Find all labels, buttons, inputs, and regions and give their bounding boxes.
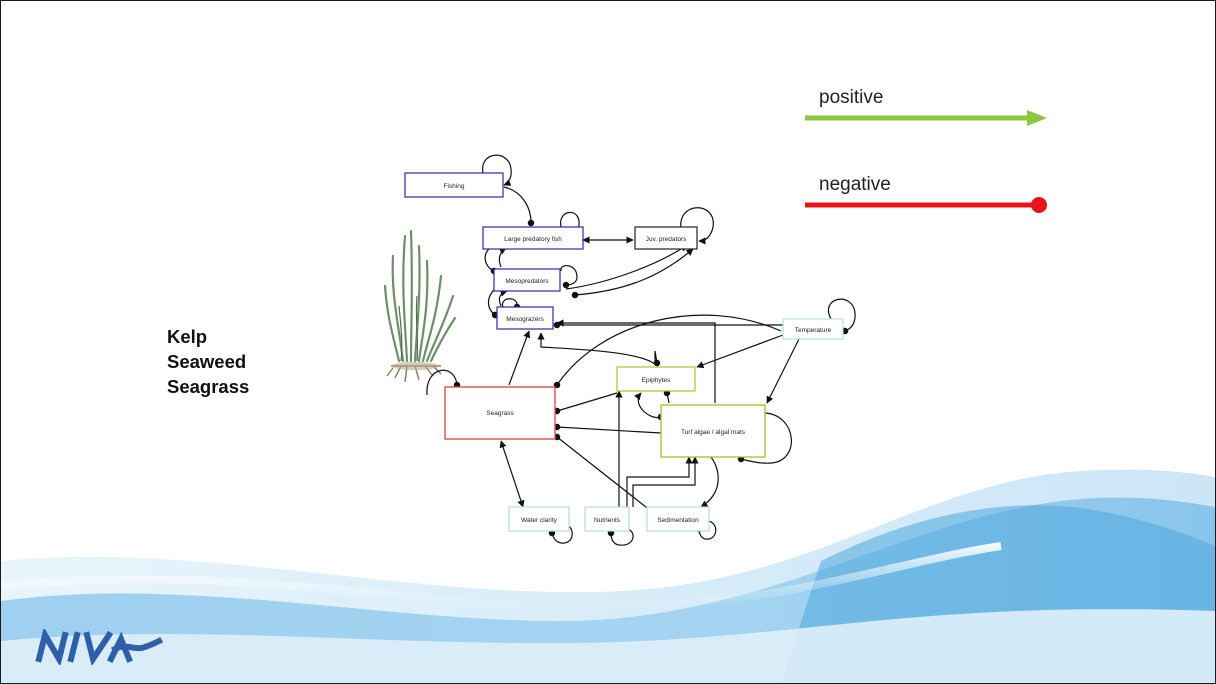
edge-mesopredators-juv	[571, 248, 694, 299]
node-large-predatory-fish: Large predatory fish	[482, 226, 584, 250]
legend-positive-arrow	[805, 110, 1047, 126]
loop-water-clarity	[548, 524, 573, 544]
edge-turf-seagrass	[553, 423, 662, 434]
habitat-kelp: Kelp	[167, 326, 208, 347]
edge-epiphytes-turf	[634, 392, 665, 421]
seagrass-illustration	[383, 229, 457, 383]
edge-epiphytes-seagrass	[553, 392, 618, 415]
node-nutrients: Nutrients	[584, 506, 630, 532]
edge-nutrients-turf	[626, 456, 693, 507]
node-label: Turf algae / algal mats	[681, 429, 746, 436]
edge-mesograzers-epiphytes	[653, 350, 661, 367]
node-mesopredators: Mesopredators	[493, 268, 561, 292]
loop-seagrass	[426, 369, 461, 396]
node-label: Juv. predators	[646, 236, 687, 243]
node-turf-algae: Turf algae / algal mats	[660, 404, 766, 458]
habitat-seagrass: Seagrass	[167, 376, 250, 397]
edge-turf-mesograzers	[556, 319, 716, 403]
edge-sedimentation-epiphytes	[632, 456, 699, 507]
node-fishing: Fishing	[404, 172, 504, 198]
edge-temperature-epiphytes	[696, 334, 784, 369]
node-label: Seagrass	[486, 410, 514, 417]
node-label: Nutrients	[594, 517, 621, 524]
node-temperature: Temperature	[782, 318, 844, 340]
edge-mesograzers-mesopredators	[498, 289, 508, 307]
node-label: Epiphytes	[642, 377, 671, 384]
loop-nutrients	[607, 528, 634, 546]
node-label: Large predatory fish	[504, 236, 562, 243]
node-epiphytes: Epiphytes	[616, 366, 696, 392]
edge-seagrass-water-clarity	[499, 440, 525, 508]
legend-positive-label: positive	[819, 87, 884, 108]
loop-mesopredators	[560, 265, 578, 289]
legend-negative-label: negative	[819, 174, 891, 195]
edge-epiphytes-mesograzers	[537, 332, 657, 366]
loop-sedimentation	[695, 520, 717, 540]
loop-temperature	[828, 298, 856, 335]
habitat-list: Kelp Seaweed Seagrass	[167, 324, 249, 399]
edge-seagrass-mesograzers	[508, 330, 531, 386]
edge-temperature-seagrass	[553, 314, 782, 389]
loop-juv-predators	[680, 207, 714, 245]
loop-mesograzers	[501, 298, 521, 311]
niva-logo	[35, 629, 164, 665]
node-label: Temperature	[795, 327, 832, 334]
node-seagrass: Seagrass	[444, 386, 556, 440]
edge-sedimentation-seagrass	[553, 433, 652, 512]
loop-fishing	[482, 154, 512, 186]
legend-negative-arrow	[805, 197, 1047, 213]
edge-turf-epiphytes	[663, 389, 671, 404]
node-juv-predators: Juv. predators	[634, 226, 698, 250]
habitat-seaweed: Seaweed	[167, 351, 247, 372]
edge-turf-sedimentation	[700, 456, 719, 508]
node-label: Water clarity	[521, 517, 558, 524]
node-sedimentation: Sedimentation	[646, 506, 710, 532]
node-label: Mesograzers	[506, 316, 544, 323]
edge-fishing-lpf	[503, 186, 535, 227]
edge-lpf-mesopredators	[484, 246, 498, 275]
edge-mesopredators-lpf	[498, 247, 507, 268]
loop-turf-algae	[737, 412, 792, 464]
node-label: Fishing	[444, 183, 465, 190]
edge-temperature-turf	[766, 338, 800, 404]
node-label: Sedimentation	[657, 517, 699, 524]
node-water-clarity: Water clarity	[508, 506, 570, 532]
node-mesograzers: Mesograzers	[496, 306, 554, 330]
node-label: Mesopredators	[505, 278, 549, 285]
